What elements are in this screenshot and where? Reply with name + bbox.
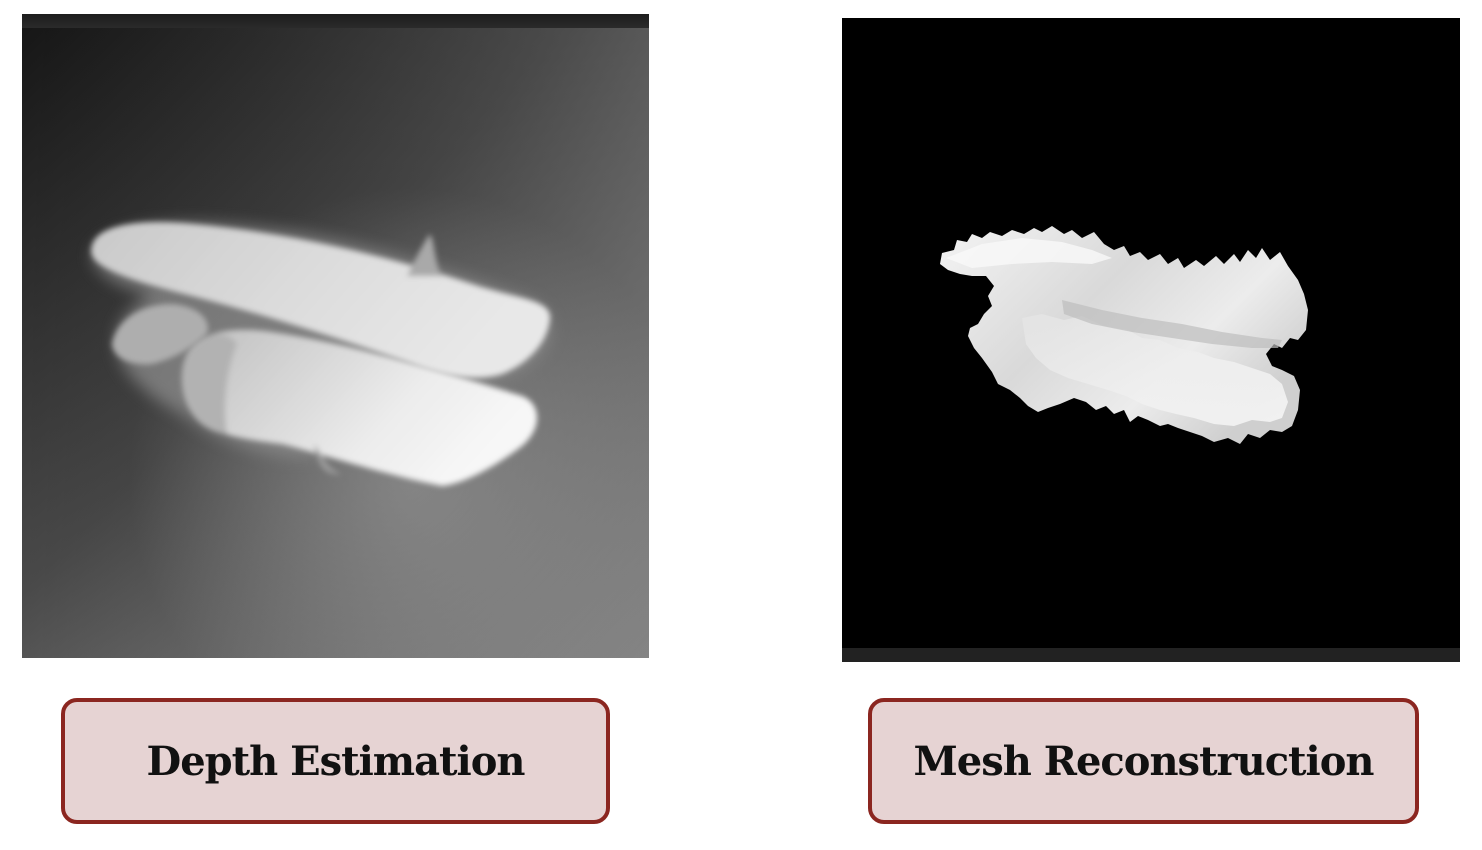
mesh-reconstruction-label-box: Mesh Reconstruction: [868, 698, 1419, 824]
depth-map-image: [22, 14, 649, 658]
depth-estimation-label: Depth Estimation: [146, 737, 526, 785]
depth-estimation-label-box: Depth Estimation: [61, 698, 610, 824]
mesh-reconstruction-image: [842, 18, 1460, 662]
mesh-reconstruction-label: Mesh Reconstruction: [913, 737, 1374, 785]
